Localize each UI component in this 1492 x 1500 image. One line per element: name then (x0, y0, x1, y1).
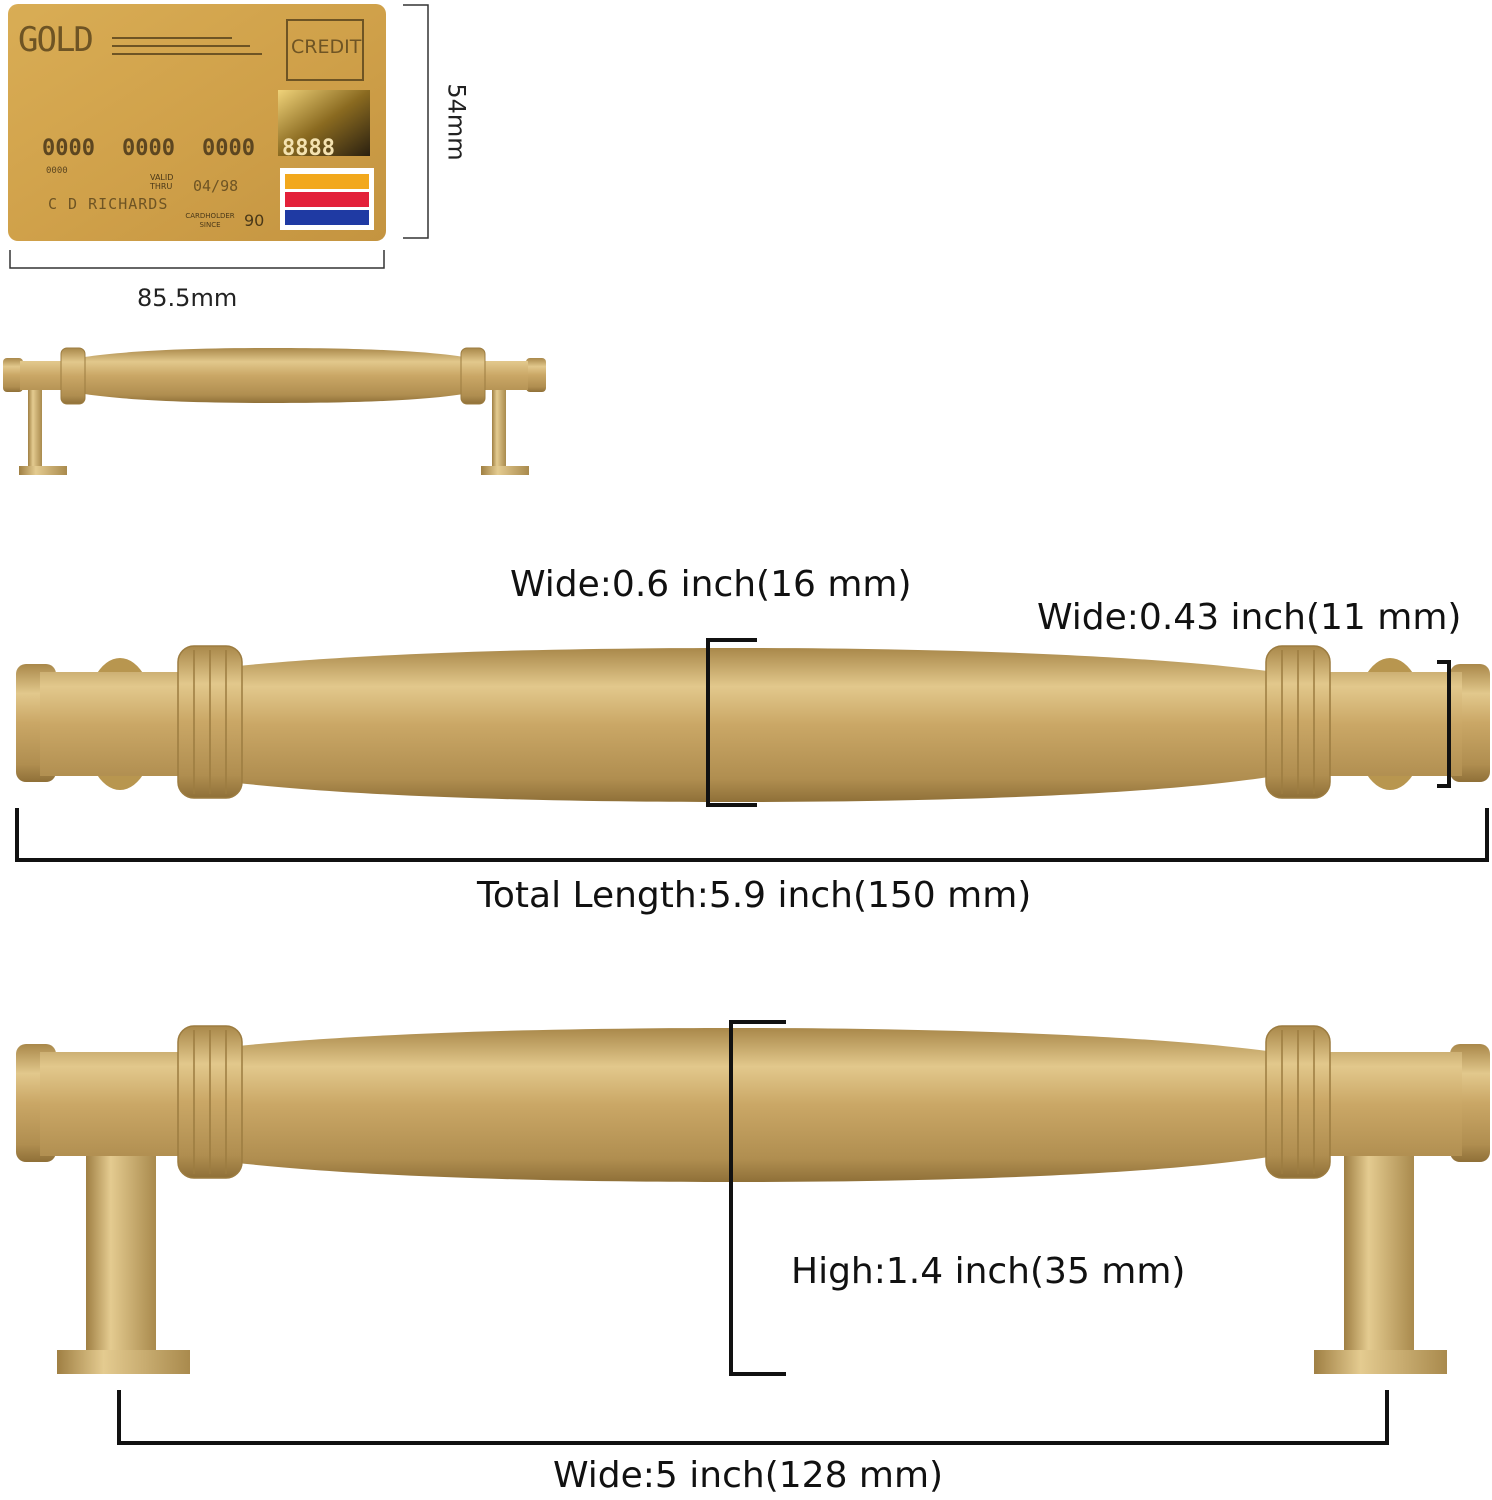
handle-post (28, 390, 42, 468)
handle-collar (60, 347, 86, 405)
card-chip-digits: 8888 (282, 136, 335, 161)
handle-bar (40, 1028, 1462, 1182)
handle-small (3, 347, 546, 475)
card-number-group: 0000 (202, 136, 255, 161)
wide-center-label: Wide:0.6 inch(16 mm) (510, 564, 912, 605)
high-label: High:1.4 inch(35 mm) (791, 1251, 1186, 1292)
wide-end-bracket (1437, 660, 1451, 788)
card-valid-thru-label: VALID THRU (150, 173, 174, 191)
card-width-label: 85.5mm (137, 284, 238, 312)
handle-post (492, 390, 506, 468)
credit-card (8, 4, 386, 241)
handle-bar (40, 648, 1462, 802)
card-expiry: 04/98 (193, 177, 239, 195)
card-brand: GOLD (18, 20, 94, 60)
card-since: 90 (244, 211, 265, 230)
handle-collar (460, 347, 486, 405)
card-hologram (278, 90, 370, 156)
handle-side-view (16, 1025, 1490, 1374)
handle-base (481, 466, 529, 475)
card-since-label: CARDHOLDER SINCE (185, 212, 235, 229)
card-number-group: 0000 (42, 136, 95, 161)
high-bracket (729, 1020, 786, 1376)
total-length-label: Total Length:5.9 inch(150 mm) (477, 875, 1032, 916)
hole-spacing-label: Wide:5 inch(128 mm) (553, 1455, 944, 1496)
card-holder-name: C D RICHARDS (48, 195, 169, 213)
card-stripe-red (285, 192, 369, 207)
handle-post (86, 1146, 156, 1352)
handle-end-cap (526, 358, 546, 392)
card-small-number: 0000 (46, 166, 68, 176)
dimension-lines-top (15, 638, 1489, 862)
wide-center-bracket (706, 638, 757, 807)
card-type: CREDIT (291, 36, 362, 58)
card-credit-box (286, 19, 364, 81)
wide-end-label: Wide:0.43 inch(11 mm) (1037, 597, 1462, 638)
collar-rings (193, 650, 1315, 794)
card-stripe-blue (285, 210, 369, 225)
handle-bar (20, 348, 528, 403)
dimension-lines-side (117, 1020, 1389, 1445)
card-width-dimension (9, 250, 385, 269)
card-height-dimension (403, 4, 429, 239)
handle-end-cap (3, 358, 23, 392)
handle-base (19, 466, 67, 475)
card-number-group: 0000 (122, 136, 175, 161)
card-stripe-yellow (285, 174, 369, 189)
handle-base (57, 1350, 190, 1374)
handle-post (1344, 1146, 1414, 1352)
handle-base (1314, 1350, 1447, 1374)
total-length-bracket (15, 808, 1489, 862)
card-height-label: 54mm (442, 83, 471, 161)
handle-top-view (16, 645, 1490, 802)
hole-spacing-bracket (117, 1390, 1389, 1445)
collar-rings (193, 1030, 1315, 1174)
